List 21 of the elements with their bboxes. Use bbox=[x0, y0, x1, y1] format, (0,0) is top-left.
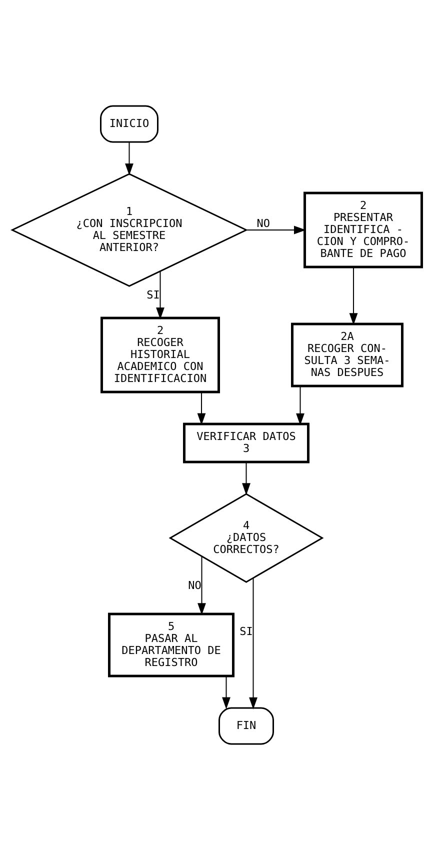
arrow bbox=[296, 386, 304, 426]
node-box: 5 PASAR AL DEPARTAMENTO DE REGISTRO bbox=[108, 612, 234, 678]
edge-label: NO bbox=[256, 216, 270, 230]
node-box: VERIFICAR DATOS 3 bbox=[183, 422, 310, 464]
edge-label: SI bbox=[240, 624, 253, 638]
arrow bbox=[125, 142, 134, 176]
node-diamond: 1 ¿CON INSCRIPCION AL SEMESTRE ANTERIOR? bbox=[10, 173, 248, 287]
arrow bbox=[197, 392, 206, 426]
arrow bbox=[242, 462, 250, 496]
node-box: INICIO bbox=[100, 105, 158, 143]
arrow bbox=[198, 556, 206, 616]
arrow bbox=[222, 676, 230, 710]
arrow bbox=[249, 578, 258, 710]
arrow bbox=[156, 270, 164, 320]
arrow bbox=[349, 266, 358, 326]
node-box: FIN bbox=[218, 707, 274, 745]
node-box: 2 RECOGER HISTORIAL ACADEMICO CON IDENTIFICACION bbox=[100, 316, 220, 394]
node-box: 2A RECOGER CON- SULTA 3 SEMA- NAS DESPUES bbox=[291, 322, 404, 388]
node-box: 2 PRESENTAR IDENTIFICA - CION Y COMPRO- BANTE DE PAGO bbox=[304, 192, 423, 268]
arrow bbox=[246, 226, 306, 234]
edge-label: SI bbox=[146, 288, 160, 302]
